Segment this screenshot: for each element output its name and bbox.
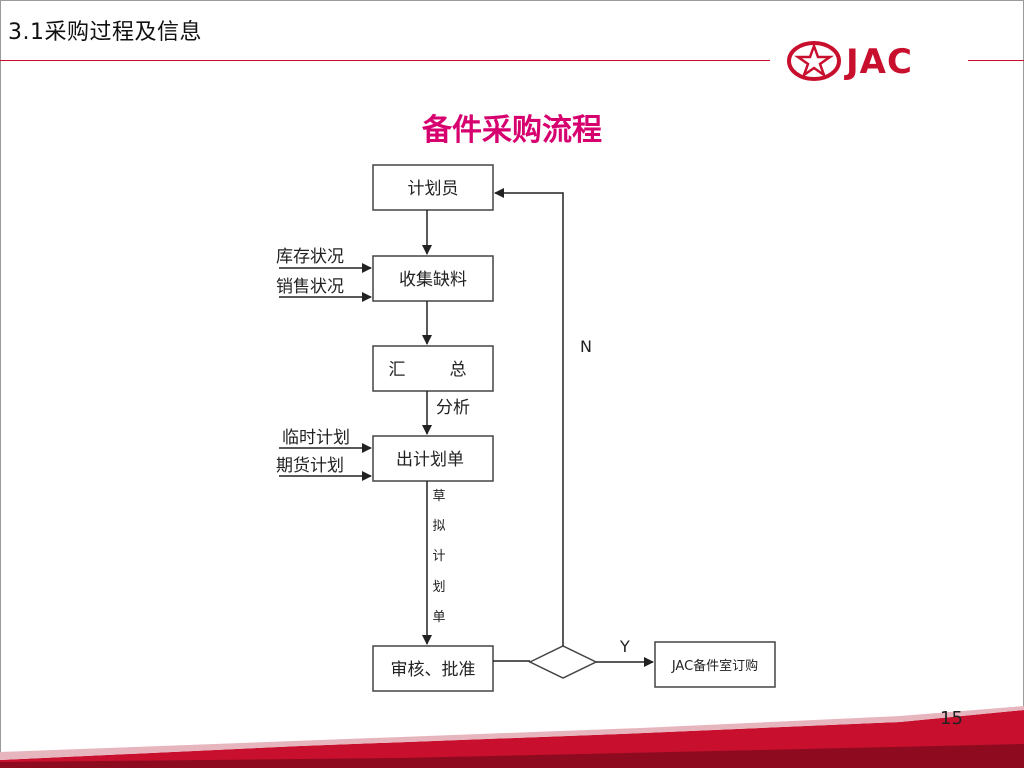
arrow-decision-no-loop — [494, 188, 564, 646]
node-review-label: 审核、批准 — [391, 660, 476, 680]
footer-swoosh — [0, 706, 1024, 768]
node-planner — [372, 164, 494, 211]
input-inventory-label: 库存状况 — [276, 247, 344, 267]
edge-label-draft-4: 划 — [432, 580, 445, 595]
node-planner-label: 计划员 — [408, 179, 459, 199]
node-order-label: JAC备件室订购 — [671, 658, 758, 674]
edge-label-no: N — [580, 337, 592, 356]
header-rule-right — [968, 60, 1024, 61]
node-collect-label: 收集缺料 — [399, 270, 467, 290]
edge-label-draft-2: 拟 — [432, 519, 445, 534]
decision-diamond — [528, 645, 598, 679]
jac-logo: JAC — [786, 40, 956, 82]
section-title: 3.1采购过程及信息 — [8, 20, 202, 45]
edge-label-analysis: 分析 — [436, 398, 470, 418]
header-rule-left — [0, 60, 770, 61]
node-review-approve — [372, 645, 494, 692]
star-emblem-icon — [787, 41, 841, 81]
page-number: 15 — [940, 708, 963, 729]
node-summary-left-label: 汇 — [389, 360, 406, 380]
edge-label-draft-3: 计 — [432, 549, 445, 564]
diagram-title: 备件采购流程 — [422, 113, 602, 148]
node-collect-shortage — [372, 255, 494, 302]
input-futures-label: 期货计划 — [276, 456, 344, 476]
edge-label-yes: Y — [619, 637, 630, 656]
input-temporary-label: 临时计划 — [282, 428, 350, 448]
logo-text: JAC — [846, 42, 913, 82]
edge-label-draft-1: 草 — [432, 489, 445, 504]
edge-label-draft-5: 单 — [432, 610, 445, 625]
node-summary — [372, 345, 494, 392]
node-summary-right-label: 总 — [450, 360, 467, 380]
node-jac-order — [654, 641, 776, 688]
node-plan-sheet-label: 出计划单 — [396, 450, 464, 470]
input-sales-label: 销售状况 — [276, 277, 344, 297]
node-plan-sheet — [372, 435, 494, 482]
